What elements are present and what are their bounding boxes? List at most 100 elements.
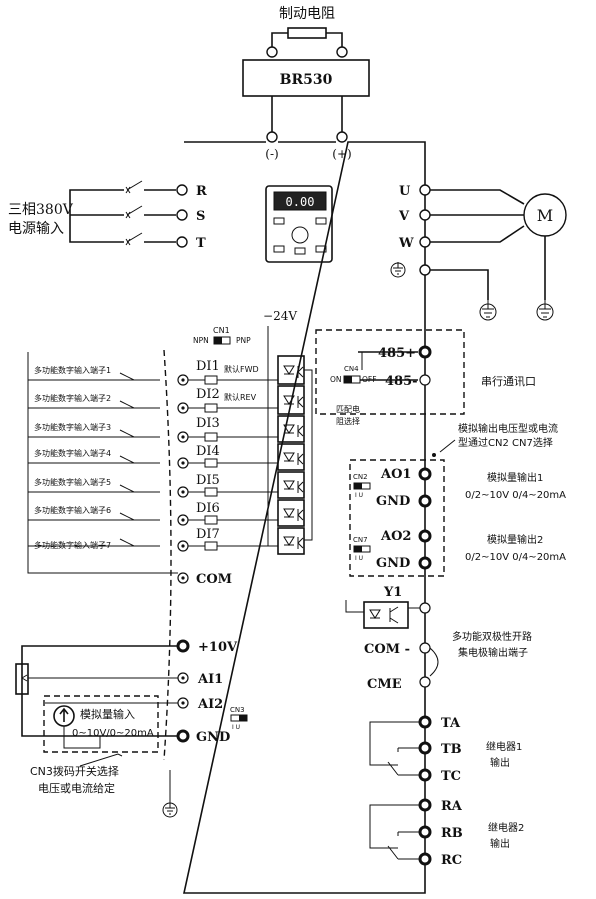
tc-label: TC	[441, 769, 461, 784]
y1-desc-1: 多功能双极性开路	[452, 630, 532, 643]
di1-desc: 多功能数字输入端子1	[34, 365, 111, 375]
ground-icon	[162, 770, 178, 818]
analog-input-wiring	[15, 645, 178, 737]
di3-desc: 多功能数字输入端子3	[34, 422, 111, 432]
di4-desc: 多功能数字输入端子4	[34, 448, 111, 458]
y1-desc-2: 集电极输出端子	[458, 646, 528, 659]
cme-label: CME	[367, 677, 402, 692]
power-input-wiring	[69, 180, 176, 246]
cn4-note-1: 匹配电	[336, 404, 360, 414]
ai2-terminal-dot	[181, 701, 185, 705]
ao1-gnd-label: GND	[376, 494, 410, 509]
current-source-icon	[53, 705, 101, 749]
di2-desc: 多功能数字输入端子2	[34, 393, 111, 403]
rb-label: RB	[441, 826, 463, 841]
di-section: 多功能数字输入端子1 DI1 默认FWD 多功能数字输入端子2 DI2 默认RE…	[27, 349, 259, 761]
analog-input-box-line2: 0~10V/0~20mA	[72, 728, 154, 739]
rs485-lines	[358, 351, 418, 381]
cn2-sub: I U	[355, 492, 363, 499]
motor-wiring	[430, 189, 546, 300]
tb-label: TB	[441, 742, 462, 757]
ground-icon	[479, 300, 497, 321]
rc-terminal	[418, 852, 432, 866]
ao1-label: AO1	[380, 467, 411, 482]
y1-com-link	[429, 647, 439, 677]
cn3-label: CN3	[230, 706, 245, 714]
optocoupler-column	[217, 355, 313, 555]
ao-note-2: 型通过CN2 CN7选择	[458, 436, 553, 449]
di2-default: 默认REV	[224, 392, 257, 402]
ai2-label: AI2	[197, 697, 223, 712]
ao1-range: 0/2~10V 0/4~20mA	[465, 490, 566, 501]
analog-input-box	[43, 695, 159, 753]
cn1-pnp: PNP	[236, 336, 251, 345]
resistor-leads	[271, 32, 343, 48]
di2-label: DI2	[196, 387, 220, 402]
ai1-label: AI1	[197, 672, 223, 687]
cn4-switch-knob	[344, 376, 352, 383]
power-input-line1: 三相380V	[8, 202, 74, 218]
analog-input-box-line1: 模拟量输入	[80, 707, 135, 721]
v10-label: +10V	[198, 640, 238, 655]
ao1-terminal	[418, 467, 432, 481]
di5-row: 多功能数字输入端子5 DI5	[28, 473, 220, 498]
di3-row: 多功能数字输入端子3 DI3	[28, 416, 220, 443]
com-label: COM	[196, 572, 232, 587]
rs485-plus-terminal	[418, 345, 432, 359]
ao2-terminal	[418, 529, 432, 543]
rs485-plus: 485+	[378, 346, 416, 361]
bus-neg-terminal	[266, 131, 278, 143]
di6-label: DI6	[196, 501, 220, 516]
cn1-npn: NPN	[193, 336, 209, 345]
bus-neg-label: (-)	[265, 147, 278, 161]
label-24v: −24V	[263, 309, 297, 323]
di4-row: 多功能数字输入端子4 DI4	[28, 444, 220, 469]
br530-box	[242, 59, 370, 97]
cn2-label: CN2	[353, 473, 368, 481]
cn3-note-1: CN3拨码开关选择	[30, 764, 119, 778]
com-terminal-dot	[181, 576, 185, 580]
cn3-switch-knob	[239, 715, 247, 721]
ao2-range: 0/2~10V 0/4~20mA	[465, 552, 566, 563]
motor-label: M	[537, 206, 553, 225]
relay2-desc-1: 继电器2	[488, 821, 524, 834]
ao2-title: 模拟量输出2	[487, 533, 543, 546]
cn4-on: ON	[330, 375, 342, 384]
motor-symbol	[523, 193, 567, 237]
bus-leads	[271, 96, 343, 132]
y1-terminal	[419, 602, 431, 614]
di7-desc: 多功能数字输入端子7	[34, 540, 111, 550]
ao2-gnd-label: GND	[376, 556, 410, 571]
di6-desc: 多功能数字输入端子6	[34, 505, 111, 515]
v10-terminal	[176, 639, 190, 653]
ta-terminal	[418, 715, 432, 729]
relay1-desc-2: 输出	[490, 756, 510, 769]
bus-pos-terminal	[336, 131, 348, 143]
cn1-label: CN1	[213, 326, 230, 335]
di6-row: 多功能数字输入端子6 DI6	[28, 501, 220, 526]
gnd-label: GND	[196, 730, 230, 745]
tc-terminal	[418, 768, 432, 782]
resistor-terminal-right	[336, 46, 348, 58]
ao2-label: AO2	[380, 529, 411, 544]
di7-row: 多功能数字输入端子7 DI7	[28, 527, 220, 552]
di2-row: 多功能数字输入端子2 DI2 默认REV	[28, 387, 257, 414]
rs485-box	[315, 329, 465, 415]
di1-default: 默认FWD	[224, 364, 259, 374]
relay2-contacts	[369, 804, 420, 860]
cn4-off: OFF	[362, 375, 377, 384]
resistor-symbol	[287, 27, 327, 39]
di5-label: DI5	[196, 473, 220, 488]
y1-optocoupler	[345, 600, 420, 629]
ra-label: RA	[441, 799, 463, 814]
cme-terminal	[419, 676, 431, 688]
cn7-label: CN7	[353, 536, 368, 544]
cn3-sub: I U	[232, 724, 240, 731]
rs485-minus-terminal	[419, 374, 431, 386]
ao1-gnd-terminal	[418, 494, 432, 508]
di7-label: DI7	[196, 527, 220, 542]
ao2-gnd-terminal	[418, 556, 432, 570]
inverter-body	[183, 141, 426, 894]
di1-row: 多功能数字输入端子1 DI1 默认FWD	[28, 359, 259, 386]
